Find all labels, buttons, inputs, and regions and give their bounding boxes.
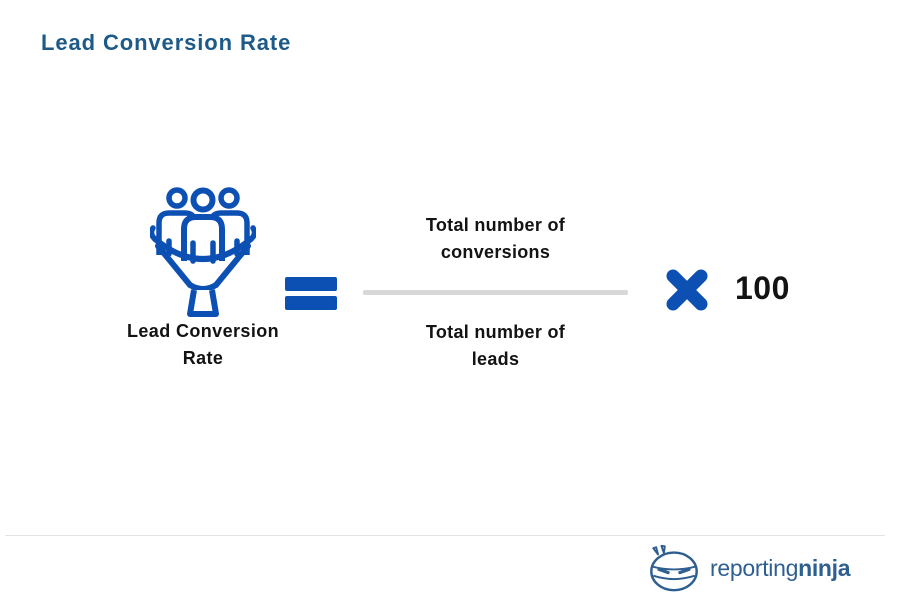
numerator-line1: Total number of [425,215,566,235]
equals-bar-top [285,277,337,291]
metric-label-line1: Lead Conversion [126,321,280,341]
numerator-line2: conversions [440,242,551,262]
metric-label-line2: Rate [182,348,224,368]
fraction-divider-line [363,290,628,295]
page-title: Lead Conversion Rate [41,30,292,55]
brand-text-ninja: ninja [798,554,851,581]
metric-label: Lead Conversion Rate [83,318,323,372]
denominator-line2: leads [471,349,520,369]
ninja-face-icon [646,543,702,593]
multiply-icon [662,265,712,315]
fraction-denominator: Total number of leads [363,319,628,373]
fraction-numerator: Total number of conversions [363,212,628,266]
brand-wordmark: reportingninja [710,554,851,582]
denominator-line1: Total number of [425,322,566,342]
equals-bar-bottom [285,296,337,310]
lead-funnel-icon [148,183,258,320]
multiplier-value: 100 [735,270,790,306]
footer-divider-line [5,535,885,536]
brand-text-reporting: reporting [710,554,799,581]
equals-icon [285,277,337,315]
brand-logo: reportingninja [646,543,851,593]
